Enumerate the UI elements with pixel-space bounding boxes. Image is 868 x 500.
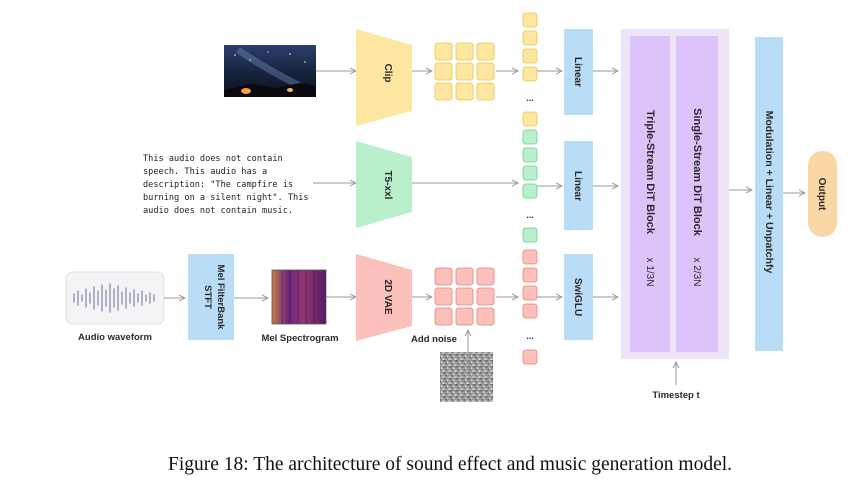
t5-label: T5-xxl bbox=[382, 171, 393, 200]
ellipsis-1: ... bbox=[526, 93, 534, 103]
clip-encoder bbox=[356, 29, 412, 126]
swiglu-block bbox=[564, 254, 593, 340]
audio-waveform-icon bbox=[65, 271, 165, 325]
single-stream-title: Single-Stream DiT Block bbox=[691, 108, 703, 237]
mel-spectrogram-image bbox=[271, 269, 327, 325]
vae-encoder bbox=[356, 254, 412, 341]
campfire-image bbox=[224, 45, 316, 97]
audio-waveform-label: Audio waveform bbox=[78, 332, 152, 343]
triple-stream-count: x 1/3N bbox=[644, 258, 655, 287]
mel-spectrogram-label: Mel Spectrogram bbox=[261, 333, 338, 344]
timestep-label: Timestep t bbox=[652, 390, 700, 401]
output-label: Output bbox=[816, 178, 827, 211]
single-stream-block bbox=[676, 36, 718, 352]
clip-label: Clip bbox=[382, 64, 393, 83]
swiglu-label: SwiGLU bbox=[572, 278, 583, 316]
figure-caption: Figure 18: The architecture of sound eff… bbox=[168, 454, 732, 475]
t5-encoder bbox=[356, 141, 412, 228]
linear-block-2 bbox=[564, 141, 593, 230]
text-prompt: This audio does not contain speech. This… bbox=[143, 154, 309, 216]
single-stream-count: x 2/3N bbox=[691, 258, 702, 287]
stft-block bbox=[188, 254, 234, 340]
linear-label-2: Linear bbox=[572, 171, 583, 201]
output-block bbox=[808, 151, 837, 237]
vae-latent-grid bbox=[434, 267, 495, 326]
svg-text:This audio does not contain: This audio does not contain bbox=[143, 154, 283, 164]
ellipsis-3: ... bbox=[526, 331, 534, 341]
clip-token-column bbox=[522, 12, 538, 127]
svg-text:burning on a silent night". Th: burning on a silent night". This bbox=[143, 193, 309, 203]
t5-token-column bbox=[522, 129, 538, 243]
svg-text:audio does not contain music.: audio does not contain music. bbox=[143, 206, 293, 216]
noise-image bbox=[440, 352, 493, 402]
vae-token-column bbox=[522, 249, 538, 365]
stft-label-1: STFT bbox=[202, 285, 213, 309]
triple-stream-block bbox=[630, 36, 670, 352]
ellipsis-2: ... bbox=[526, 210, 534, 220]
modulation-block bbox=[755, 37, 783, 351]
modulation-label: Modulation + Linear + Unpatchfy bbox=[763, 111, 775, 274]
stft-label-2: Mel FilterBank bbox=[215, 265, 226, 331]
svg-text:speech. This audio has a: speech. This audio has a bbox=[143, 167, 267, 177]
vae-label: 2D VAE bbox=[382, 279, 393, 315]
triple-stream-title: Triple-Stream DiT Block bbox=[644, 110, 656, 235]
svg-text:description: "The campfire is: description: "The campfire is bbox=[143, 180, 293, 190]
add-noise-label: Add noise bbox=[411, 334, 457, 345]
linear-label-1: Linear bbox=[572, 57, 583, 87]
linear-block-1 bbox=[564, 29, 593, 115]
clip-token-grid bbox=[434, 42, 495, 101]
